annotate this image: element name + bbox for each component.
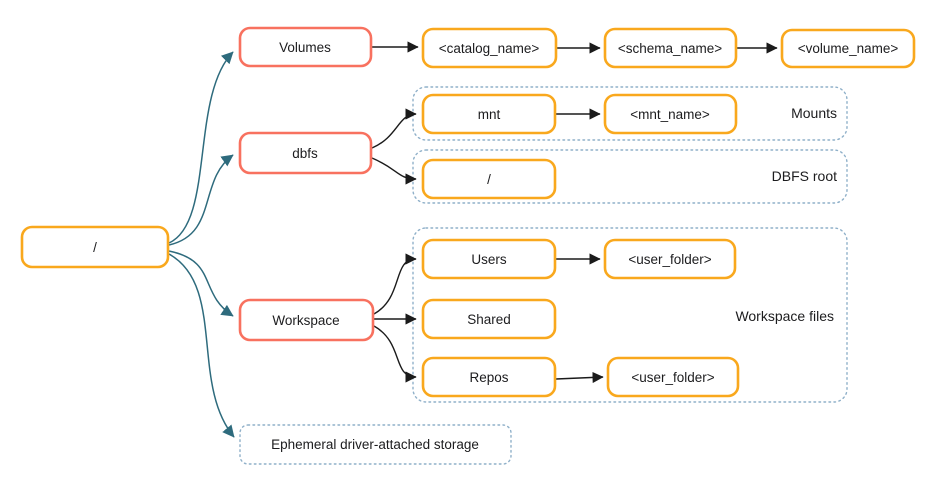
node-workspace: Workspace <box>238 298 375 342</box>
edge-root-to-workspace <box>168 250 234 317</box>
node-mnt-name-box <box>603 93 738 135</box>
node-catalog-name-box <box>421 27 558 69</box>
edge-root-to-dbfs <box>168 154 234 246</box>
node-mnt-box <box>421 93 557 135</box>
node-mnt-name-label: <mnt_name> <box>630 107 710 122</box>
node-dbfs-root-slash: / <box>421 158 557 200</box>
mounts-container-label: Mounts <box>791 105 837 121</box>
node-root-box <box>20 225 170 269</box>
node-repos: Repos <box>421 356 557 398</box>
node-user-folder-1-label: <user_folder> <box>628 252 711 267</box>
node-workspace-box <box>238 298 375 342</box>
ephemeral-storage-label: Ephemeral driver-attached storage <box>271 437 479 452</box>
node-dbfs-label: dbfs <box>292 146 318 161</box>
node-users: Users <box>421 238 557 280</box>
node-user-folder-2-label: <user_folder> <box>631 370 714 385</box>
node-user-folder-2-box <box>606 356 740 398</box>
node-user-folder-1-box <box>603 238 737 280</box>
edge-repos-to-user-folder <box>555 371 604 384</box>
node-users-label: Users <box>471 252 507 267</box>
ephemeral-storage-box <box>239 424 512 465</box>
node-root-label: / <box>93 240 97 255</box>
node-repos-box <box>421 356 557 398</box>
node-volume-name-box <box>780 28 916 69</box>
node-catalog-name-label: <catalog_name> <box>439 41 540 56</box>
node-shared-box <box>421 298 557 340</box>
node-user-folder-1: <user_folder> <box>603 238 737 280</box>
node-catalog-name: <catalog_name> <box>421 27 558 69</box>
node-schema-name-label: <schema_name> <box>618 41 722 56</box>
node-shared: Shared <box>421 298 557 340</box>
node-workspace-label: Workspace <box>272 313 339 328</box>
dbfs-root-container <box>412 149 848 204</box>
node-volumes: Volumes <box>238 26 373 68</box>
edge-dbfs-to-root-slash <box>371 157 417 185</box>
node-repos-label: Repos <box>469 370 508 385</box>
node-dbfs: dbfs <box>238 131 373 175</box>
node-dbfs-box <box>238 131 373 175</box>
node-dbfs-root-slash-label: / <box>487 172 491 187</box>
mounts-container <box>412 86 848 141</box>
workspace-files-container <box>412 227 848 403</box>
edge-workspace-to-users <box>373 253 417 315</box>
dbfs-root-container-label: DBFS root <box>772 168 837 184</box>
node-volume-name-label: <volume_name> <box>798 41 899 56</box>
workspace-files-container-label: Workspace files <box>735 308 834 324</box>
node-schema-name: <schema_name> <box>603 27 738 69</box>
node-schema-name-box <box>603 27 738 69</box>
edge-root-to-ephemeral <box>168 253 235 438</box>
node-shared-label: Shared <box>467 312 511 327</box>
node-users-box <box>421 238 557 280</box>
node-mnt-name: <mnt_name> <box>603 93 738 135</box>
node-dbfs-root-slash-box <box>421 158 557 200</box>
node-root: / <box>20 225 170 269</box>
node-volumes-box <box>238 26 373 68</box>
node-mnt-label: mnt <box>478 107 501 122</box>
node-volume-name: <volume_name> <box>780 28 916 69</box>
edge-dbfs-to-mnt <box>371 108 417 149</box>
node-mnt: mnt <box>421 93 557 135</box>
edge-workspace-to-repos <box>373 325 417 383</box>
edge-root-to-volumes <box>168 51 234 244</box>
node-volumes-label: Volumes <box>279 40 331 55</box>
node-user-folder-2: <user_folder> <box>606 356 740 398</box>
